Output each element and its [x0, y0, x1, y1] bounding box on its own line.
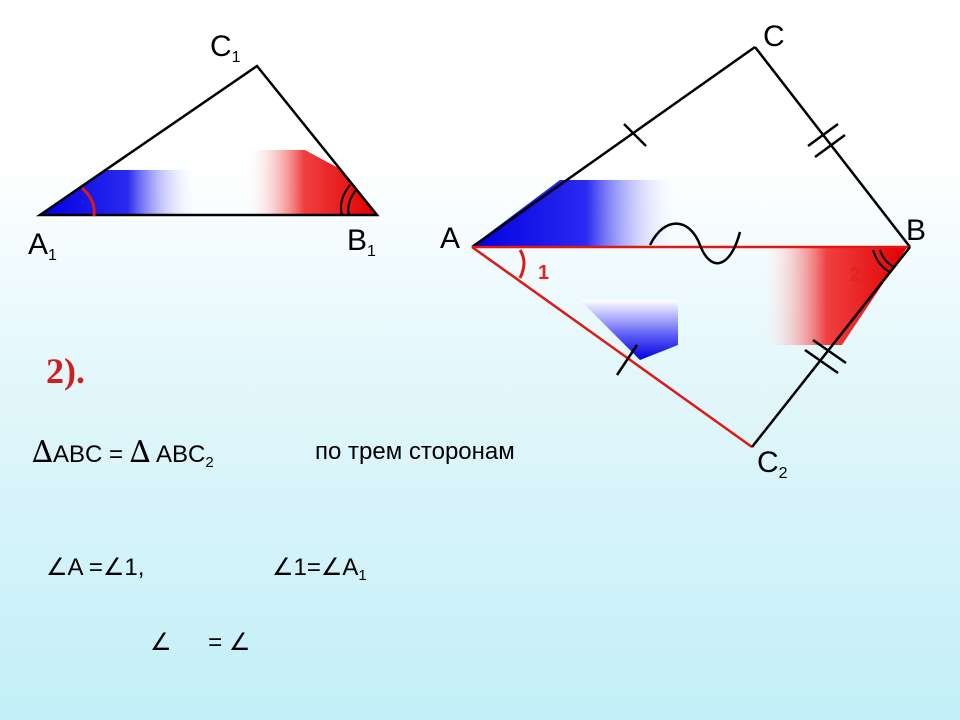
label-c2: C2 — [757, 446, 788, 482]
angle-arc-b1-inner — [347, 189, 357, 216]
tick-bc2-1 — [804, 348, 839, 375]
angle-symbol: ∠ — [272, 553, 294, 581]
equals-sign: = — [102, 441, 130, 468]
blue-fill-a1 — [42, 170, 198, 214]
triangle-symbol-right: ∆ — [129, 435, 151, 470]
angle-number-2: 2 — [850, 264, 862, 286]
angle-arc-1 — [518, 249, 526, 279]
label-c: C — [763, 20, 785, 53]
angle-arc-2-outer — [872, 249, 891, 273]
angle-symbol: ∠ — [320, 553, 343, 581]
triangle-a1b1c1 — [35, 64, 380, 217]
triangle-abc2-sub: 2 — [205, 454, 214, 471]
tick-ac2 — [615, 344, 639, 376]
side-ac — [471, 45, 756, 249]
label-b1: B1 — [347, 224, 376, 260]
red-fill-b1 — [245, 150, 375, 214]
label-a1: A1 — [28, 228, 57, 264]
red-fill-b — [760, 246, 908, 345]
equality-reason: по трем сторонам — [315, 438, 515, 465]
angle-symbol: ∠ — [102, 553, 125, 581]
side-ac2 — [471, 245, 753, 449]
wave-mark — [648, 222, 742, 265]
label-a: A — [440, 222, 461, 255]
step-number: 2). — [46, 351, 85, 391]
angle-equality-1-a1: ∠1=∠A1 — [272, 553, 367, 584]
triangle-abc2: ABC — [150, 441, 206, 468]
angle-number-1: 1 — [538, 262, 550, 284]
angle-symbol: ∠ — [46, 553, 68, 581]
tick-cb-2 — [814, 133, 846, 159]
tick-cb-1 — [807, 122, 839, 148]
side-cb — [754, 46, 911, 248]
angle-equality-a-1: ∠A =∠1, — [46, 553, 145, 581]
angle-arc-a1 — [80, 186, 96, 217]
label-c1: C1 — [210, 30, 241, 66]
angle-symbol: ∠ — [228, 628, 251, 656]
tick-bc2-2 — [812, 338, 847, 365]
tick-ac — [623, 123, 647, 147]
angle-equality-blank: ∠ = ∠ — [150, 628, 251, 656]
angle-arc-b1-outer — [340, 184, 351, 216]
label-b: B — [906, 214, 927, 247]
blue-fill-a-bottom — [580, 300, 678, 360]
triangle-abc: ABC — [52, 441, 103, 468]
triangle-equation: ∆ABC = ∆ ABC2 — [32, 435, 214, 471]
blue-fill-a-top — [472, 180, 680, 246]
angle-symbol: ∠ — [150, 628, 172, 656]
side-bc2 — [751, 246, 911, 448]
angle-arc-2-inner — [879, 249, 895, 268]
triangle-symbol-left: ∆ — [32, 435, 53, 470]
